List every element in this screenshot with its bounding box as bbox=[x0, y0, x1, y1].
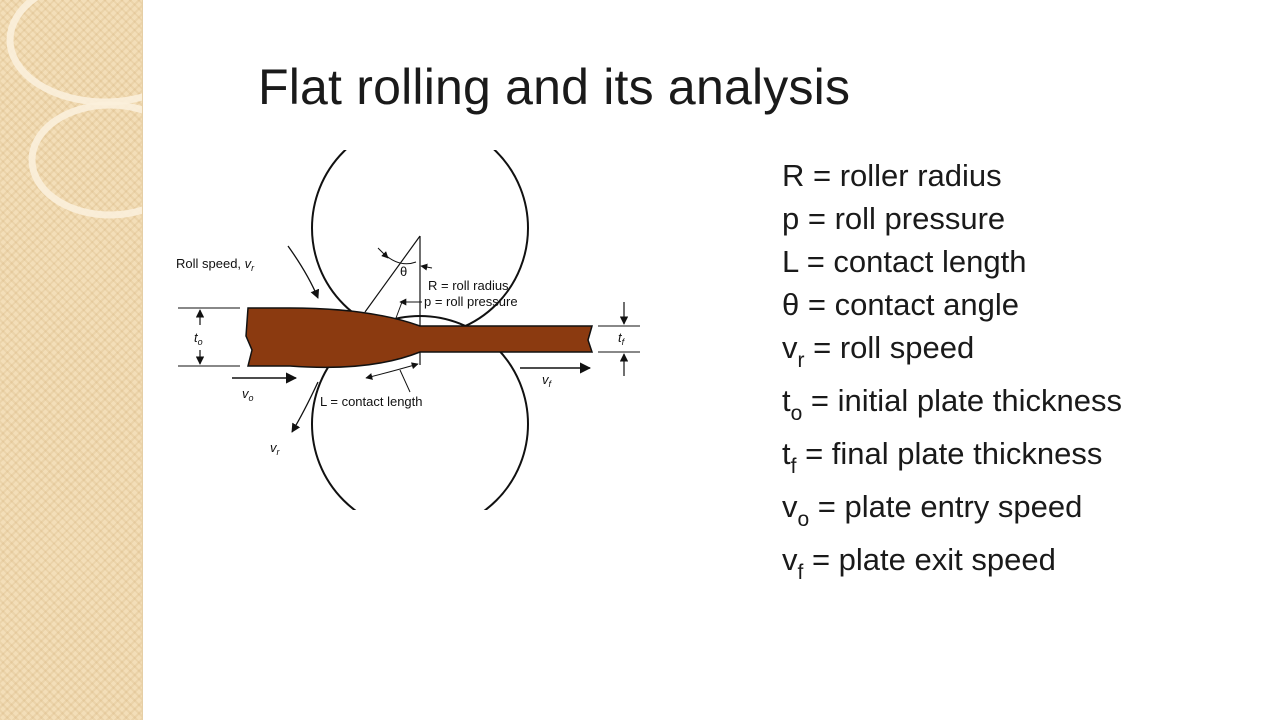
vf-symbol: vf bbox=[542, 372, 553, 389]
roll-radius-label: R = roll radius bbox=[428, 278, 509, 293]
legend-item-exit-speed: vf = plate exit speed bbox=[782, 542, 1056, 584]
plate-strip bbox=[245, 307, 594, 369]
theta-symbol: θ bbox=[400, 264, 407, 279]
contact-length-label: L = contact length bbox=[320, 394, 423, 409]
flat-rolling-diagram: to tf θ R = roll radius p = roll pressur… bbox=[176, 150, 640, 510]
legend-item-contact-length: L = contact length bbox=[782, 244, 1027, 279]
roll-speed-label: Roll speed, vr bbox=[176, 256, 255, 273]
legend-item-entry-speed: vo = plate entry speed bbox=[782, 489, 1083, 531]
tf-symbol: tf bbox=[618, 330, 626, 347]
legend-item-initial-thickness: to = initial plate thickness bbox=[782, 383, 1122, 425]
t0-symbol: to bbox=[194, 330, 203, 347]
roll-pressure-label: p = roll pressure bbox=[424, 294, 518, 309]
legend-item-roll-pressure: p = roll pressure bbox=[782, 201, 1006, 236]
bottom-roll-speed-symbol: vr bbox=[270, 440, 281, 457]
decorative-rings bbox=[6, 0, 142, 219]
legend-item-roller-radius: R = roller radius bbox=[782, 158, 1002, 193]
legend-item-final-thickness: tf = final plate thickness bbox=[782, 436, 1103, 478]
v0-symbol: vo bbox=[242, 386, 254, 403]
variable-legend: R = roller radius p = roll pressure L = … bbox=[782, 154, 1122, 591]
legend-item-contact-angle: θ = contact angle bbox=[782, 287, 1019, 322]
slide-title: Flat rolling and its analysis bbox=[258, 59, 851, 115]
legend-item-roll-speed: vr = roll speed bbox=[782, 330, 975, 372]
decorative-side-band bbox=[0, 0, 143, 720]
